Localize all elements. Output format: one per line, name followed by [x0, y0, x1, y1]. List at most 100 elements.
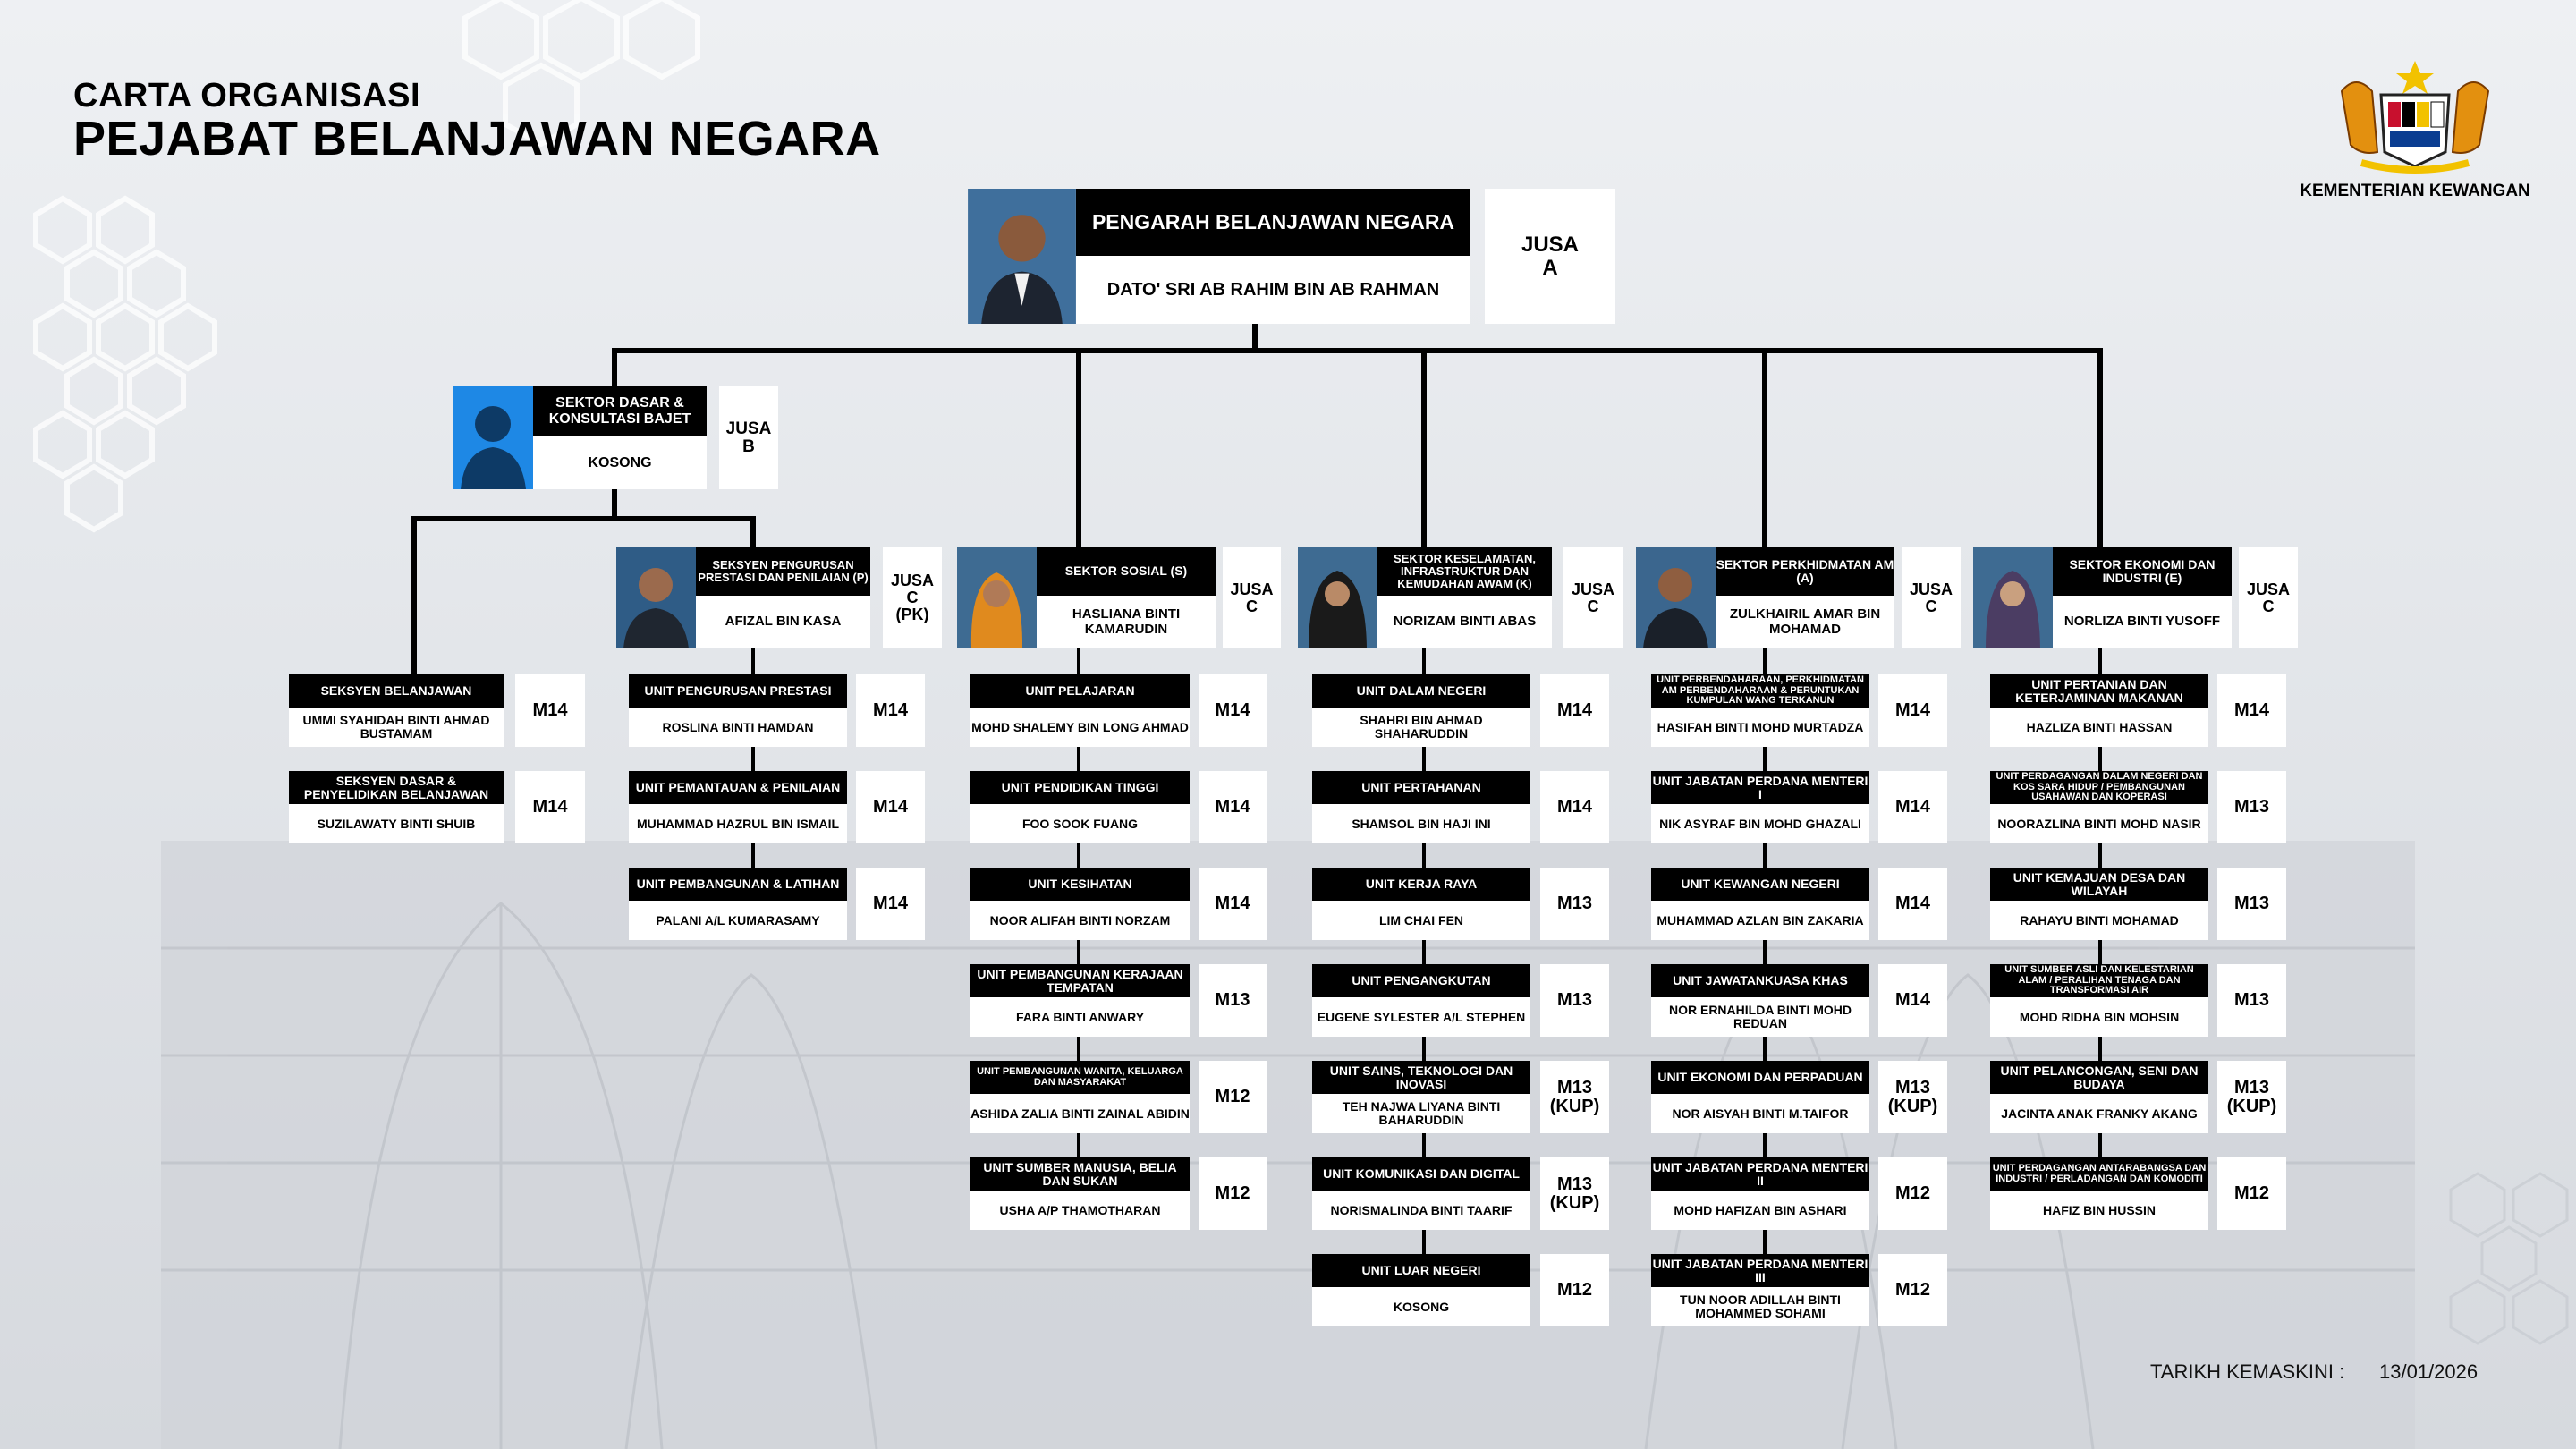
grade-line: JUSA: [1230, 580, 1274, 598]
sector-head-name: AFIZAL BIN KASA: [696, 596, 870, 648]
grade-line: C: [1925, 597, 1937, 615]
unit-title: UNIT JABATAN PERDANA MENTERI II: [1651, 1157, 1869, 1191]
sector-grade: JUSA C: [1902, 547, 1961, 648]
chart-title-line1: CARTA ORGANISASI: [73, 77, 420, 114]
unit-title: UNIT PENGURUSAN PRESTASI: [629, 674, 847, 708]
grade-line: (KUP): [1887, 1096, 1938, 1116]
unit-title: UNIT JAWATANKUASA KHAS: [1651, 964, 1869, 997]
unit-head-name: MOHD RIDHA BIN MOHSIN: [1990, 997, 2208, 1037]
sector-card-performance: SEKSYEN PENGURUSAN PRESTASI DAN PENILAIA…: [616, 547, 942, 648]
unit-head-name: MUHAMMAD HAZRUL BIN ISMAIL: [629, 804, 847, 843]
unit-title: UNIT KOMUNIKASI DAN DIGITAL: [1312, 1157, 1530, 1191]
unit-title: UNIT PEMBANGUNAN & LATIHAN: [629, 868, 847, 901]
grade-line: M13: [1557, 1174, 1592, 1194]
grade-line: M14: [1215, 700, 1250, 720]
grade-line: (KUP): [1549, 1096, 1600, 1116]
unit-grade: M14: [1878, 964, 1947, 1037]
unit-head-name: ASHIDA ZALIA BINTI ZAINAL ABIDIN: [970, 1094, 1190, 1133]
unit-title: UNIT KEMAJUAN DESA DAN WILAYAH: [1990, 868, 2208, 901]
unit-title: UNIT PEMANTAUAN & PENILAIAN: [629, 771, 847, 804]
coat-of-arms-logo: [2326, 55, 2504, 179]
unit-head-name: LIM CHAI FEN: [1312, 901, 1530, 940]
unit-head-name: RAHAYU BINTI MOHAMAD: [1990, 901, 2208, 940]
grade-line: JUSA: [890, 572, 934, 590]
grade-line: M13: [2234, 990, 2269, 1010]
unit-head-name: FOO SOOK FUANG: [970, 804, 1190, 843]
unit-title: UNIT KERJA RAYA: [1312, 868, 1530, 901]
unit-head-name: HAFIZ BIN HUSSIN: [1990, 1191, 2208, 1230]
grade-line: M13: [1557, 894, 1592, 913]
grade-line: M13: [1895, 1077, 1930, 1097]
unit-head-name: SUZILAWATY BINTI SHUIB: [289, 804, 504, 843]
unit-grade: M12: [1878, 1157, 1947, 1230]
unit-title: UNIT PERDAGANGAN DALAM NEGERI DAN KOS SA…: [1990, 771, 2208, 804]
unit-grade: M14: [1540, 674, 1609, 747]
grade-line: M12: [1557, 1280, 1592, 1300]
unit-title: UNIT PEMBANGUNAN KERAJAAN TEMPATAN: [970, 964, 1190, 997]
grade-line: JUSA: [1909, 580, 1953, 598]
unit-title: UNIT PEMBANGUNAN WANITA, KELUARGA DAN MA…: [970, 1061, 1190, 1094]
grade-line: B: [742, 436, 755, 456]
grade-line: M12: [2234, 1183, 2269, 1203]
grade-line: C: [906, 589, 919, 607]
unit-head-name: ROSLINA BINTI HAMDAN: [629, 708, 847, 747]
sector-head-photo: [1298, 547, 1377, 648]
grade-line: (PK): [895, 605, 929, 623]
grade-line: M13: [2234, 797, 2269, 817]
grade-line: M14: [873, 700, 908, 720]
sector-head-name: NORIZAM BINTI ABAS: [1377, 596, 1552, 648]
unit-head-name: JACINTA ANAK FRANKY AKANG: [1990, 1094, 2208, 1133]
grade-line: M14: [873, 797, 908, 817]
unit-grade: M12: [2217, 1157, 2286, 1230]
unit-head-name: NOR ERNAHILDA BINTI MOHD REDUAN: [1651, 997, 1869, 1037]
unit-title: UNIT PERBENDAHARAAN, PERKHIDMATAN AM PER…: [1651, 674, 1869, 708]
unit-grade: M14: [856, 771, 925, 843]
sector-head-name: ZULKHAIRIL AMAR BIN MOHAMAD: [1716, 596, 1894, 648]
unit-grade: M13: [1199, 964, 1267, 1037]
director-photo: [968, 189, 1076, 324]
grade-line: M12: [1895, 1280, 1930, 1300]
unit-grade: M14: [1199, 868, 1267, 940]
sector-card-economy: SEKTOR EKONOMI DAN INDUSTRI (E) NORLIZA …: [1973, 547, 2298, 648]
policy-sector-card: SEKTOR DASAR & KONSULTASI BAJET KOSONG J…: [453, 386, 778, 489]
policy-sector-title: SEKTOR DASAR & KONSULTASI BAJET: [533, 386, 707, 436]
unit-grade: M12: [1540, 1254, 1609, 1326]
grade-line: M14: [1215, 894, 1250, 913]
unit-title: UNIT PENDIDIKAN TINGGI: [970, 771, 1190, 804]
unit-grade: M13: [1540, 868, 1609, 940]
unit-grade: M14: [1878, 868, 1947, 940]
unit-title: UNIT PENGANGKUTAN: [1312, 964, 1530, 997]
sector-card-security: SEKTOR KESELAMATAN, INFRASTRUKTUR DAN KE…: [1298, 547, 1623, 648]
grade-line: M14: [1557, 700, 1592, 720]
unit-title: UNIT PELAJARAN: [970, 674, 1190, 708]
unit-title: UNIT KEWANGAN NEGERI: [1651, 868, 1869, 901]
unit-grade: M13(KUP): [2217, 1061, 2286, 1133]
sector-head-name: HASLIANA BINTI KAMARUDIN: [1037, 596, 1216, 648]
unit-grade: M13: [1540, 964, 1609, 1037]
unit-grade: M13: [2217, 964, 2286, 1037]
unit-head-name: SHAMSOL BIN HAJI INI: [1312, 804, 1530, 843]
grade-line: M14: [1895, 990, 1930, 1010]
sector-title: SEKTOR EKONOMI DAN INDUSTRI (E): [2053, 547, 2232, 596]
unit-grade: M14: [2217, 674, 2286, 747]
unit-title: UNIT JABATAN PERDANA MENTERI III: [1651, 1254, 1869, 1287]
grade-line: M14: [1895, 894, 1930, 913]
vacant-person-silhouette-icon: [453, 386, 533, 489]
grade-line: M14: [2234, 700, 2269, 720]
sector-grade: JUSA C: [1563, 547, 1623, 648]
unit-head-name: NIK ASYRAF BIN MOHD GHAZALI: [1651, 804, 1869, 843]
unit-grade: M12: [1878, 1254, 1947, 1326]
sector-card-social: SEKTOR SOSIAL (S) HASLIANA BINTI KAMARUD…: [957, 547, 1281, 648]
unit-title: UNIT PELANCONGAN, SENI DAN BUDAYA: [1990, 1061, 2208, 1094]
unit-head-name: PALANI A/L KUMARASAMY: [629, 901, 847, 940]
unit-head-name: TEH NAJWA LIYANA BINTI BAHARUDDIN: [1312, 1094, 1530, 1133]
sector-title: SEKTOR SOSIAL (S): [1037, 547, 1216, 596]
grade-line: M13: [1557, 1077, 1592, 1097]
unit-title: UNIT PERTAHANAN: [1312, 771, 1530, 804]
grade-line: M12: [1215, 1087, 1250, 1106]
unit-head-name: EUGENE SYLESTER A/L STEPHEN: [1312, 997, 1530, 1037]
grade-line: M12: [1895, 1183, 1930, 1203]
unit-title: UNIT LUAR NEGERI: [1312, 1254, 1530, 1287]
unit-grade: M14: [1878, 771, 1947, 843]
last-updated-label: TARIKH KEMASKINI :: [2150, 1360, 2345, 1383]
